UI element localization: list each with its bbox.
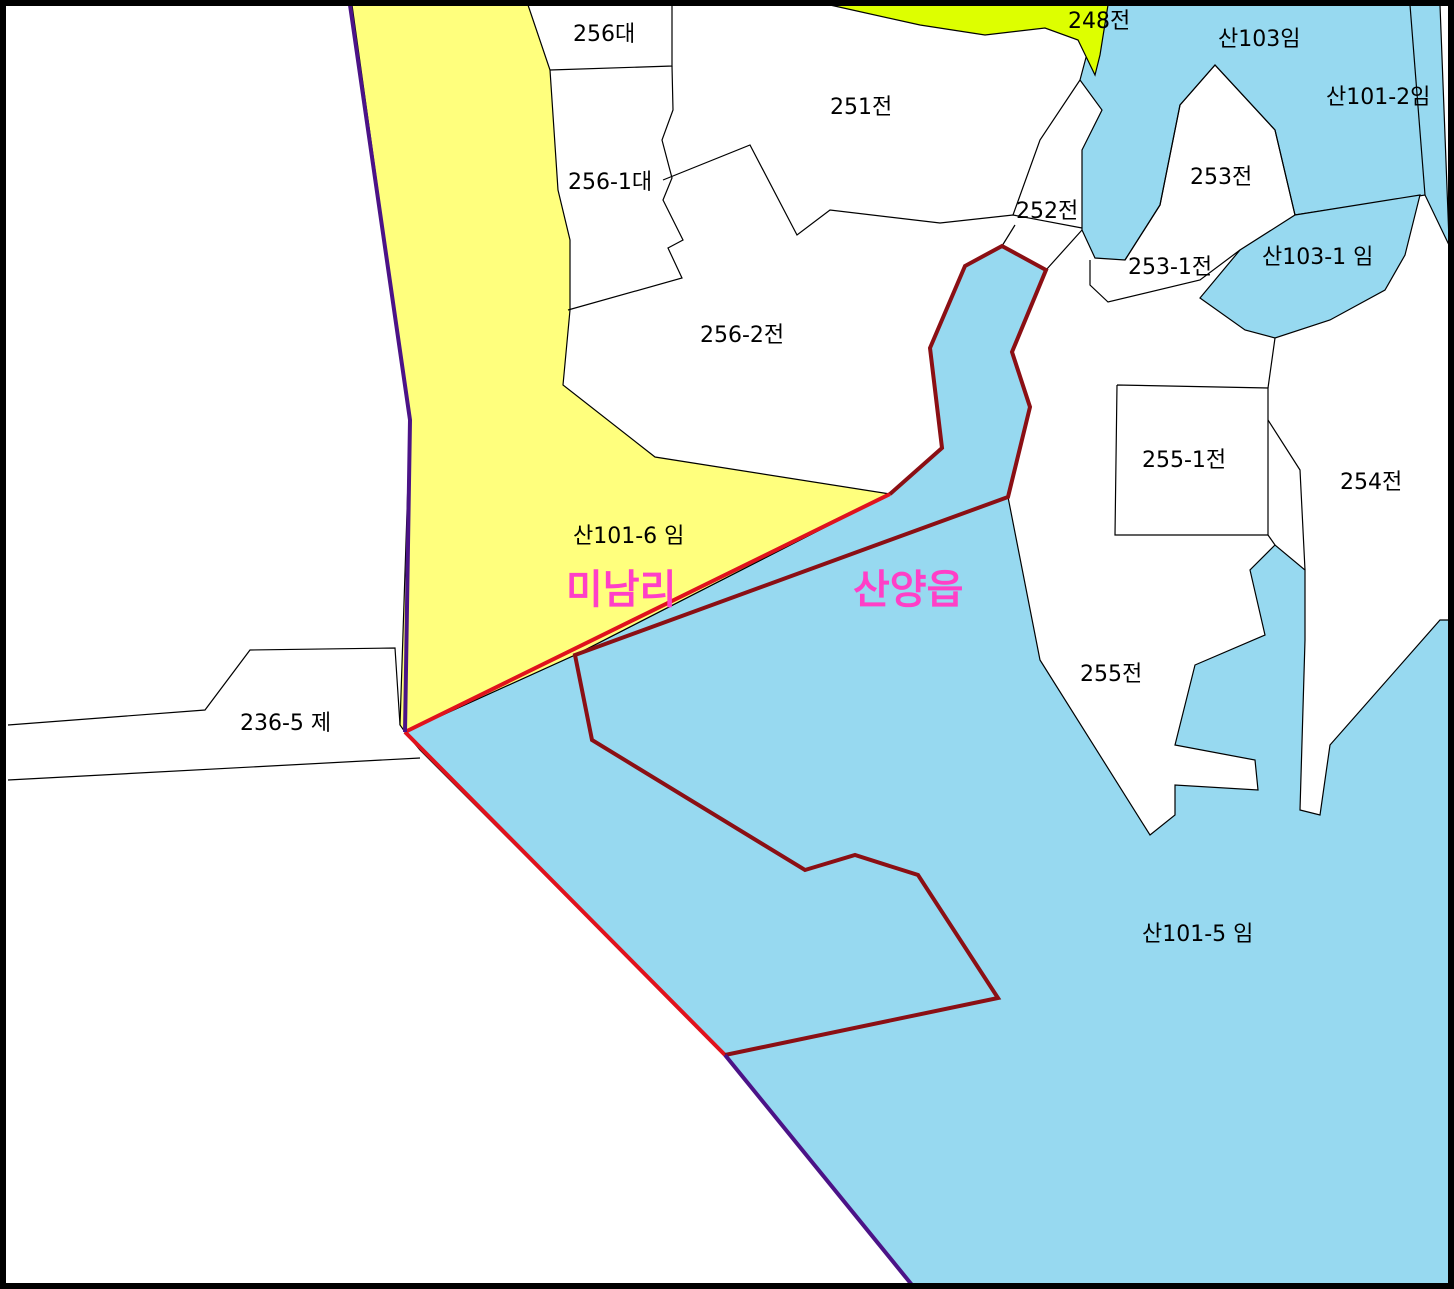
parcel-san101-6-area (351, 4, 892, 733)
label-256-1: 256-1대 (568, 170, 652, 195)
label-256: 256대 (573, 22, 635, 47)
label-san101-5: 산101-5 임 (1142, 922, 1253, 947)
boundary-red-lines (403, 492, 891, 1057)
label-236-5: 236-5 제 (240, 711, 331, 736)
label-248: 248전 (1068, 9, 1130, 34)
label-san101-6: 산101-6 임 (573, 524, 684, 549)
admin-boundary (348, 4, 914, 1287)
label-san103: 산103임 (1218, 27, 1300, 52)
label-251: 251전 (830, 95, 892, 120)
boundary-darkred-lines (572, 243, 1049, 1057)
label-253-1: 253-1전 (1128, 255, 1212, 280)
parcel-248-area (829, 4, 1109, 77)
area-label-minam-ri: 미남리 (566, 567, 676, 613)
area-label-sanyang-eup: 산양읍 (853, 567, 963, 613)
label-255-1: 255-1전 (1142, 448, 1226, 473)
label-254: 254전 (1340, 470, 1402, 495)
label-255: 255전 (1080, 662, 1142, 687)
label-252: 252전 (1016, 199, 1078, 224)
label-san101-2: 산101-2임 (1326, 85, 1430, 110)
parcel-san103-1-area (1199, 194, 1421, 339)
label-256-2: 256-2전 (700, 323, 784, 348)
label-san103-1: 산103-1 임 (1262, 245, 1373, 270)
parcel-outlines (7, 4, 1426, 781)
label-253: 253전 (1190, 165, 1252, 190)
